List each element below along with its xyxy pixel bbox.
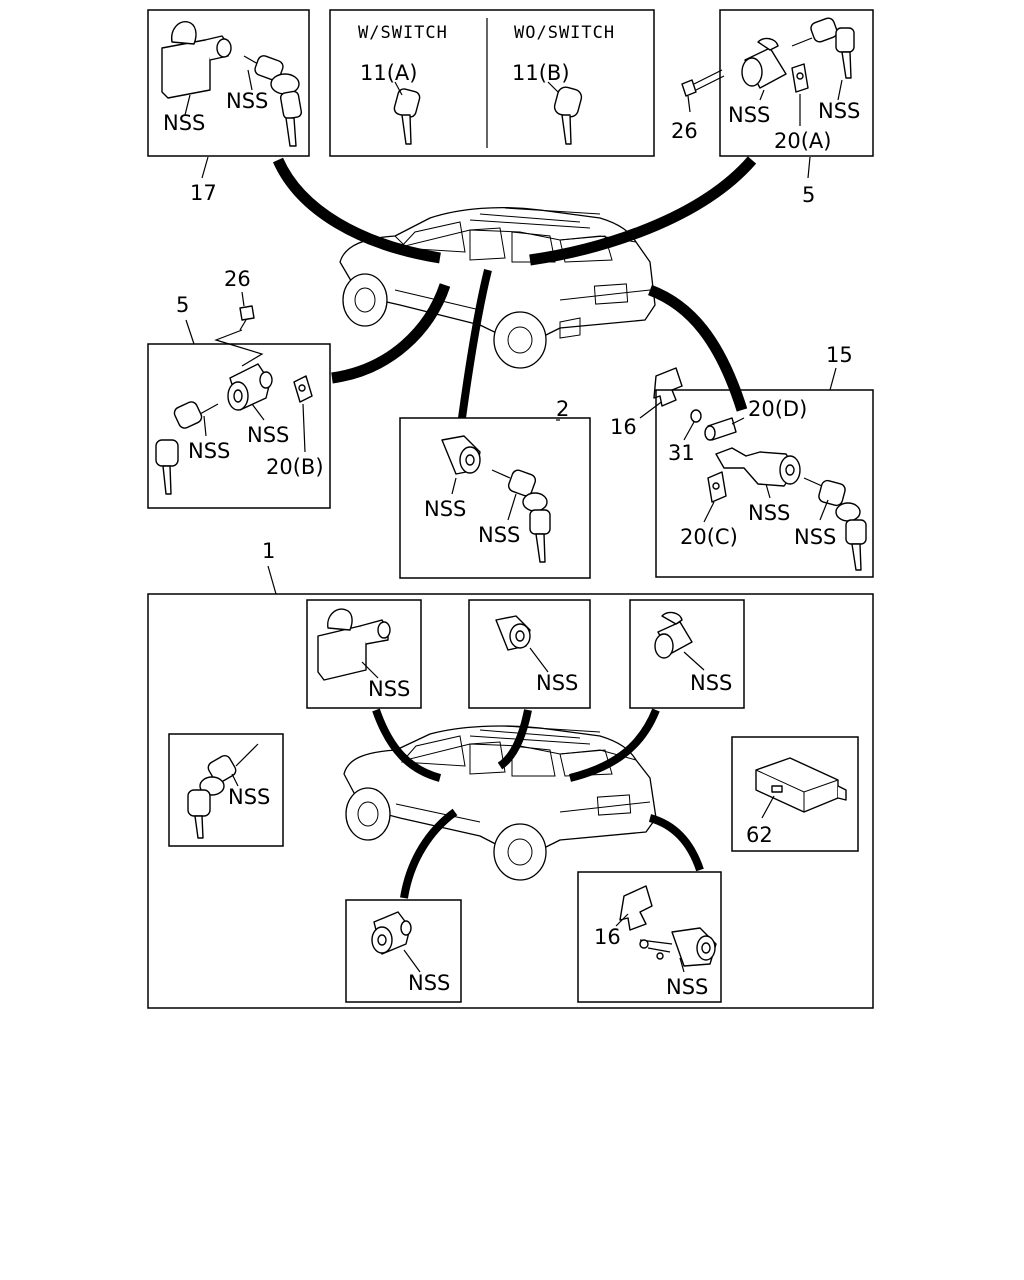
- washer-icon: [690, 409, 702, 423]
- pin-icon: [704, 417, 737, 441]
- part-number-20c: 20(C): [680, 525, 738, 549]
- lock-cylinder-icon: [639, 927, 717, 967]
- part-number-17: 17: [190, 181, 217, 205]
- tailgate-lock-cylinder-icon: [715, 447, 801, 487]
- key-icon: [243, 55, 303, 147]
- key-icon: [803, 477, 867, 571]
- nss-label: NSS: [163, 111, 205, 135]
- key-with-switch-icon: [393, 88, 421, 145]
- nss-label: NSS: [424, 497, 466, 521]
- callout-box-5-top: NSS NSS 20(A): [719, 9, 874, 157]
- part-number-16-bottom: 16: [594, 925, 621, 949]
- key-icon: [791, 17, 855, 79]
- part-number-62: 62: [746, 823, 773, 847]
- nss-label: NSS: [408, 971, 450, 995]
- part-number-1: 1: [262, 539, 275, 563]
- lock-cylinder-icon: [441, 435, 481, 475]
- nss-label: NSS: [368, 677, 410, 701]
- door-handle-icon: [317, 608, 391, 681]
- sub-box-tailgate-lock: 16 NSS: [577, 871, 722, 1003]
- lock-cylinder-icon: [654, 611, 693, 659]
- key-icon: [155, 401, 219, 495]
- sub-box-door-lock: NSS: [345, 899, 462, 1003]
- clip-icon: [707, 471, 727, 503]
- sub-box-keys: NSS: [168, 733, 284, 847]
- door-handle-icon: [161, 21, 232, 99]
- nss-label: NSS: [748, 501, 790, 525]
- sub-box-lock-cylinder: NSS: [468, 599, 591, 709]
- clip-icon: [293, 375, 313, 403]
- part-number-15: 15: [826, 343, 853, 367]
- part-number-2: 2: [556, 397, 569, 421]
- part-number-26-left: 26: [224, 267, 251, 291]
- sub-box-door-handle: NSS: [306, 599, 422, 709]
- callout-box-2: NSS NSS: [399, 417, 591, 579]
- clip-icon: [791, 63, 809, 93]
- door-lock-cylinder-icon: [227, 363, 273, 411]
- key-icon: [187, 743, 259, 839]
- nss-label: NSS: [666, 975, 708, 999]
- callout-box-15: 20(D) 31 20(C) NSS NSS: [655, 389, 874, 578]
- part-number-11a: 11(A): [360, 61, 417, 85]
- nss-label: NSS: [247, 423, 289, 447]
- part-number-5-top: 5: [802, 183, 815, 207]
- with-switch-header: W/SWITCH: [358, 23, 448, 43]
- callout-box-ignition-keys: W/SWITCH WO/SWITCH 11(A) 11(B): [329, 9, 655, 157]
- part-number-11b: 11(B): [512, 61, 570, 85]
- callout-box-1-set: NSS NSS NSS: [147, 593, 874, 1009]
- nss-label: NSS: [188, 439, 230, 463]
- vehicle-upper: [339, 207, 656, 369]
- part-number-20b: 20(B): [266, 455, 324, 479]
- lock-cylinder-icon: [741, 37, 787, 89]
- nss-label: NSS: [478, 523, 520, 547]
- control-unit-icon: [755, 757, 847, 813]
- vehicle-lower: [343, 725, 657, 881]
- nss-label: NSS: [794, 525, 836, 549]
- key-icon: [491, 469, 551, 563]
- nss-label: NSS: [228, 785, 270, 809]
- nss-label: NSS: [690, 671, 732, 695]
- part-number-31: 31: [668, 441, 695, 465]
- nss-label: NSS: [536, 671, 578, 695]
- nss-label: NSS: [226, 89, 268, 113]
- key-without-switch-icon: [553, 86, 583, 145]
- part-number-5-left: 5: [176, 293, 189, 317]
- without-switch-header: WO/SWITCH: [514, 23, 615, 43]
- sub-box-tailgate-cylinder: NSS: [629, 599, 745, 709]
- callout-box-17: NSS NSS: [147, 9, 310, 157]
- part-number-16-top: 16: [610, 415, 637, 439]
- door-lock-cylinder-icon: [371, 911, 412, 955]
- bolt-icon: [681, 69, 725, 97]
- nss-label: NSS: [818, 99, 860, 123]
- bracket-icon: [653, 367, 683, 407]
- part-number-20a: 20(A): [774, 129, 831, 153]
- bolt-icon: [239, 305, 255, 331]
- lock-cylinder-icon: [495, 615, 531, 651]
- callout-box-5-left: NSS NSS 20(B): [147, 343, 331, 509]
- part-number-20d: 20(D): [748, 397, 807, 421]
- nss-label: NSS: [728, 103, 770, 127]
- sub-box-control-unit: 62: [731, 736, 859, 852]
- part-number-26-top: 26: [671, 119, 698, 143]
- bracket-icon: [619, 885, 653, 931]
